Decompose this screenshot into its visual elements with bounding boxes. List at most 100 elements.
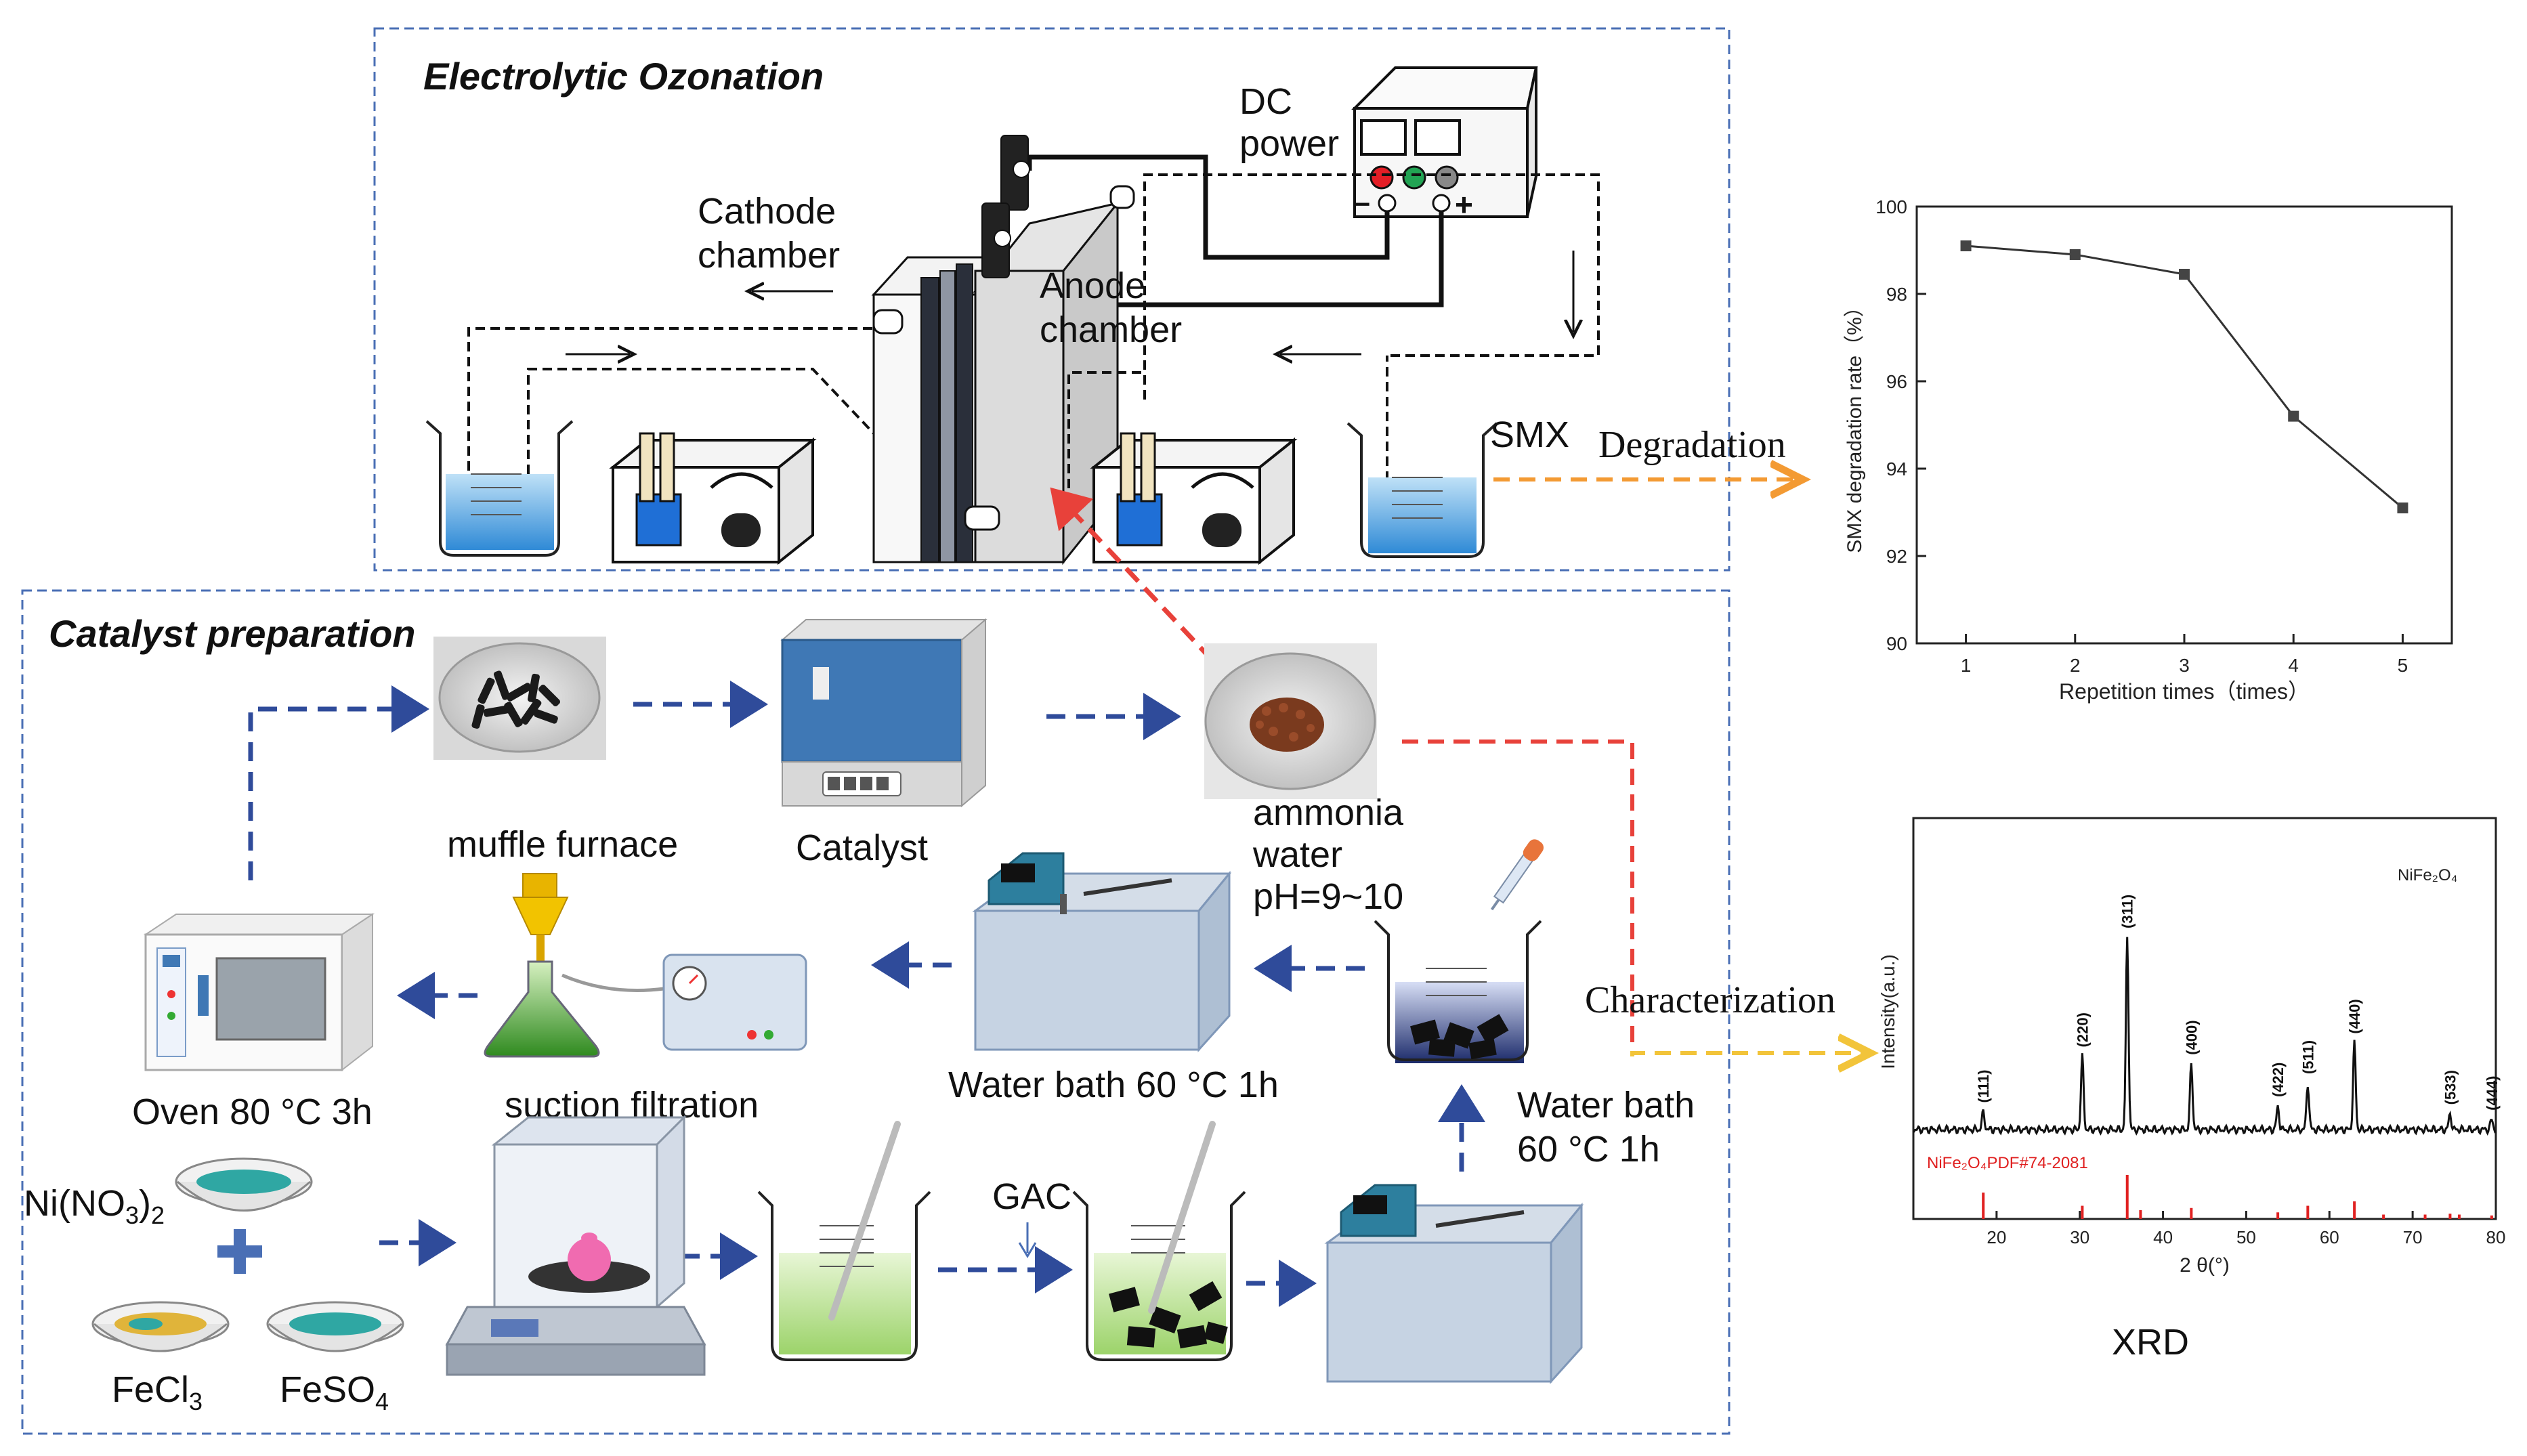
gac-pellets-photo	[433, 637, 606, 760]
xrd-frame	[1912, 817, 2497, 1220]
xrd-peak-label: (400)	[2183, 1020, 2200, 1054]
fecl3-bowl	[91, 1301, 230, 1352]
catalyst-to-cell-arrow	[1050, 487, 1214, 662]
xrd-x-tick-label: 80	[2486, 1227, 2506, 1247]
ozonation-section-box	[373, 27, 1730, 572]
water-bath-right-label: Water bath	[1517, 1085, 1695, 1126]
x-axis-label: Repetition times（times）	[2059, 679, 2310, 704]
muffle-furnace-device	[780, 618, 988, 808]
analytical-balance	[445, 1115, 706, 1376]
ozonation-section-title: Electrolytic Ozonation	[423, 55, 824, 98]
data-point	[2069, 249, 2081, 260]
tubing-lines	[467, 173, 1600, 543]
prep-flow-arrows	[248, 681, 1485, 1307]
drying-oven	[143, 913, 375, 1072]
data-point	[2397, 502, 2408, 514]
characterization-label: Characterization	[1585, 979, 1835, 1021]
suction-filtration-setup	[484, 873, 807, 1058]
dc-power-label: DC	[1239, 81, 1292, 122]
gac-label: GAC	[992, 1176, 1071, 1217]
data-point	[2288, 410, 2299, 422]
y-tick-label: 94	[1886, 458, 1907, 479]
water-bath-middle	[972, 852, 1232, 1052]
gac-down-arrow	[1018, 1222, 1037, 1258]
xrd-peak-label: (444)	[2484, 1075, 2501, 1110]
smx-beaker	[1346, 422, 1498, 558]
y-tick-label: 90	[1886, 633, 1907, 654]
dc-power-supply: − +	[1351, 66, 1538, 222]
xrd-x-tick-label: 50	[2236, 1227, 2256, 1247]
x-tick-label: 3	[2179, 655, 2190, 676]
electrolytic-cell	[871, 135, 1135, 565]
dc-power-label-2: power	[1239, 123, 1339, 164]
xrd-x-tick-label: 70	[2403, 1227, 2423, 1247]
catalyst-photo	[1204, 643, 1377, 799]
y-axis-label: SMX degradation rate（%）	[1844, 297, 1866, 553]
nino3-bowl	[175, 1157, 313, 1212]
anode-label: Anode	[1040, 265, 1145, 306]
ammonia-label: ammonia	[1253, 792, 1404, 833]
oven-label: Oven 80 °C 3h	[132, 1092, 373, 1132]
xrd-pattern-line	[1912, 937, 2497, 1136]
xrd-legend: NiFe₂O₄	[2398, 866, 2457, 884]
xrd-x-tick-label: 40	[2153, 1227, 2173, 1247]
x-tick-label: 5	[2398, 655, 2408, 676]
catalyst-section-box	[21, 589, 1730, 1435]
ammonia-beaker	[1374, 839, 1544, 1063]
data-point	[2179, 268, 2190, 280]
xrd-title: XRD	[2112, 1322, 2189, 1363]
cathode-label: Cathode	[698, 191, 836, 232]
xrd-x-tick-label: 30	[2070, 1227, 2089, 1247]
peristaltic-pump-right	[1090, 432, 1298, 565]
cathode-beaker	[425, 420, 574, 557]
anode-label-2: chamber	[1040, 309, 1182, 350]
plus-icon	[217, 1229, 262, 1274]
x-tick-label: 1	[1961, 655, 1972, 676]
muffle-furnace-label: muffle furnace	[447, 824, 678, 865]
xrd-reference-label: NiFe₂O₄PDF#74-2081	[1927, 1154, 2088, 1172]
xrd-x-axis-label: 2 θ(°)	[2180, 1254, 2230, 1277]
series-line	[1966, 244, 2404, 509]
ammonia-label-3: pH=9~10	[1253, 876, 1403, 917]
svg-text:−: −	[1355, 190, 1370, 219]
xrd-peak-label: (440)	[2346, 999, 2363, 1033]
water-bath-right-label-2: 60 °C 1h	[1517, 1129, 1660, 1170]
feso4-label: FeSO4	[280, 1369, 389, 1415]
water-bath-middle-label: Water bath 60 °C 1h	[948, 1065, 1279, 1105]
characterization-arrow	[1402, 740, 1863, 1056]
catalyst-label: Catalyst	[796, 828, 928, 868]
water-bath-right	[1324, 1184, 1584, 1384]
peristaltic-pump-left	[609, 432, 817, 565]
xrd-peak-label: (311)	[2119, 895, 2136, 928]
gac-beaker	[1072, 1121, 1246, 1361]
xrd-peak-label: (422)	[2270, 1063, 2287, 1097]
mixing-beaker	[757, 1121, 931, 1361]
y-tick-label: 98	[1886, 284, 1907, 305]
fecl3-label: FeCl3	[112, 1369, 203, 1415]
xrd-x-tick-label: 20	[1987, 1227, 2006, 1247]
xrd-peak-label: (111)	[1975, 1070, 1992, 1103]
xrd-peak-label: (220)	[2074, 1012, 2091, 1047]
feso4-bowl	[266, 1301, 404, 1352]
y-tick-label: 92	[1886, 546, 1907, 567]
data-point	[1960, 240, 1972, 252]
svg-text:+: +	[1455, 187, 1473, 222]
xrd-x-tick-label: 60	[2320, 1227, 2339, 1247]
y-tick-label: 100	[1875, 196, 1907, 217]
xrd-peak-label: (511)	[2299, 1040, 2316, 1074]
y-tick-label: 96	[1886, 371, 1907, 392]
ammonia-label-2: water	[1252, 834, 1342, 875]
cathode-label-2: chamber	[698, 235, 840, 276]
catalyst-section-title: Catalyst preparation	[49, 612, 416, 655]
x-tick-label: 4	[2288, 655, 2299, 676]
degradation-label: Degradation	[1598, 424, 1786, 466]
xrd-peak-label: (533)	[2442, 1070, 2459, 1105]
nino3-label: Ni(NO3)2	[24, 1183, 165, 1229]
xrd-y-axis-label: Intensity(a.u.)	[1877, 954, 1898, 1069]
xrd-chart: 20 30 40 50 60 70 80 2 θ(°) Intensity(a.u.) NiFe₂…	[1877, 817, 2506, 1277]
smx-label: SMX	[1490, 414, 1569, 455]
flow-arrows	[566, 251, 1573, 354]
x-tick-label: 2	[2070, 655, 2081, 676]
